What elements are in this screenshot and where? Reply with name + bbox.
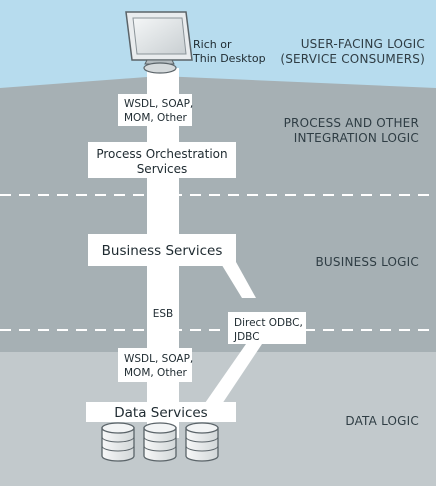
layer-business: BUSINESS LOGIC bbox=[316, 255, 420, 269]
business-services-box bbox=[88, 234, 236, 266]
layer-process-line2: INTEGRATION LOGIC bbox=[294, 131, 419, 145]
data-services-label: Data Services bbox=[114, 405, 207, 421]
protocols-top-line2: MOM, Other bbox=[124, 112, 188, 124]
direct-odbc-line1: Direct ODBC, bbox=[234, 317, 303, 329]
data-services-box bbox=[86, 402, 236, 422]
protocols-bottom-box bbox=[118, 348, 192, 382]
database-icon bbox=[143, 422, 177, 462]
direct-odbc-line2: JDBC bbox=[233, 331, 260, 343]
direct-connector-upper bbox=[220, 262, 256, 298]
process-orchestration-box bbox=[88, 142, 236, 178]
database-icon bbox=[185, 422, 219, 462]
layer-user-facing-line2: (SERVICE CONSUMERS) bbox=[280, 52, 425, 66]
process-orchestration-line1: Process Orchestration bbox=[96, 147, 227, 161]
desktop-label-line1: Rich or bbox=[193, 38, 232, 51]
direct-connector-lower bbox=[196, 344, 262, 416]
layer-data: DATA LOGIC bbox=[345, 414, 419, 428]
direct-odbc-box bbox=[228, 312, 306, 344]
business-services-label: Business Services bbox=[102, 243, 223, 259]
protocols-bottom-line1: WSDL, SOAP, bbox=[124, 353, 193, 365]
protocols-top-box bbox=[118, 94, 192, 126]
database-icon bbox=[101, 422, 135, 462]
protocols-top-line1: WSDL, SOAP, bbox=[124, 98, 193, 110]
protocols-bottom-line2: MOM, Other bbox=[124, 367, 188, 379]
layer-process-line1: PROCESS AND OTHER bbox=[284, 116, 419, 130]
process-orchestration-line2: Services bbox=[137, 162, 188, 176]
esb-label: ESB bbox=[153, 308, 174, 320]
desktop-label-line2: Thin Desktop bbox=[192, 52, 266, 65]
layer-user-facing-line1: USER-FACING LOGIC bbox=[301, 37, 425, 51]
computer-monitor-icon bbox=[125, 11, 193, 74]
